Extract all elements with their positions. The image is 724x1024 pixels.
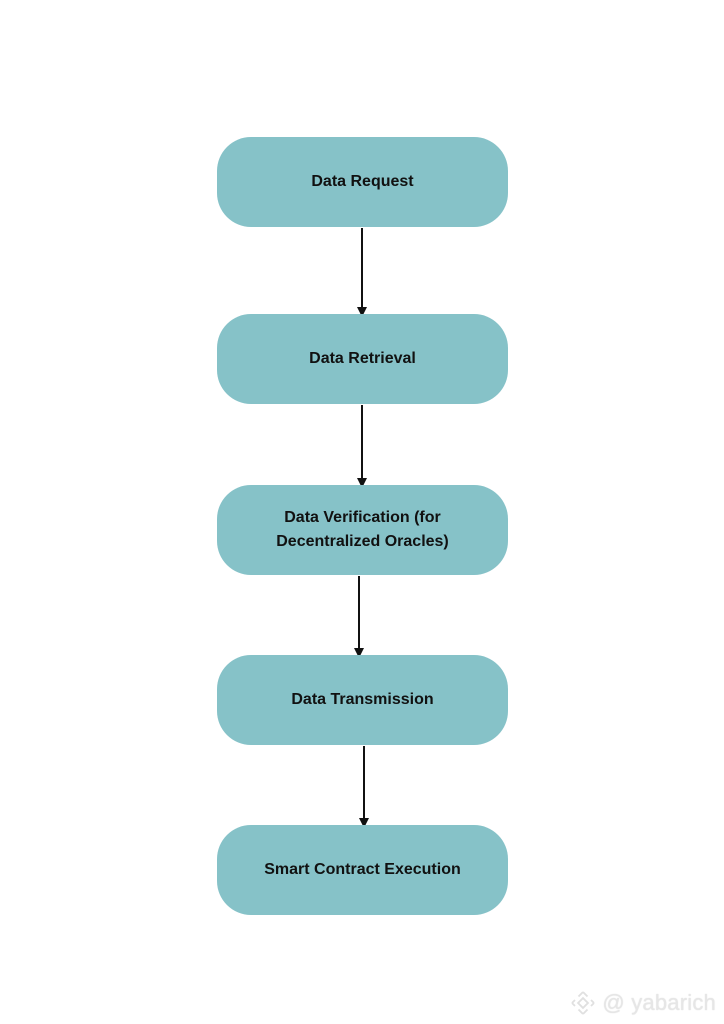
- node-label: Data Retrieval: [309, 350, 416, 367]
- node-data-request: Data Request: [217, 137, 508, 227]
- node-label: Data Transmission: [291, 691, 434, 708]
- node-smart-contract-execution: Smart Contract Execution: [217, 825, 508, 915]
- node-data-retrieval: Data Retrieval: [217, 314, 508, 404]
- node-label: Data Verification (for Decentralized Ora…: [276, 509, 449, 550]
- watermark-text: @ yabarich: [602, 990, 716, 1015]
- binance-logo-icon: [571, 991, 596, 1015]
- watermark: @ yabarich: [570, 990, 716, 1016]
- node-data-verification: Data Verification (for Decentralized Ora…: [217, 485, 508, 575]
- node-label: Smart Contract Execution: [264, 861, 461, 878]
- node-data-transmission: Data Transmission: [217, 655, 508, 745]
- node-label: Data Request: [311, 173, 414, 190]
